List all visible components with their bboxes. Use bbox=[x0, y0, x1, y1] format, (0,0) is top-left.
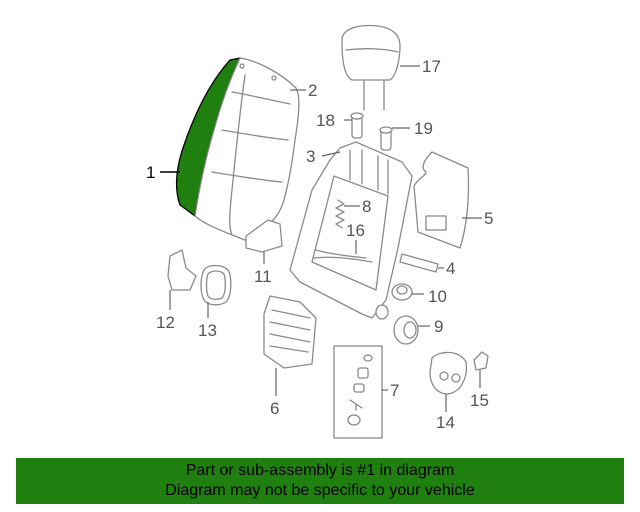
footer-banner: Part or sub-assembly is #1 in diagram Di… bbox=[16, 458, 624, 504]
part-11-bracket[interactable] bbox=[245, 219, 283, 253]
callout-19: 19 bbox=[414, 119, 433, 138]
part-5-back-panel[interactable] bbox=[413, 151, 470, 249]
part-3-seat-back-frame[interactable] bbox=[289, 141, 413, 320]
leader-3 bbox=[321, 151, 341, 157]
part-6-cushion-pad[interactable] bbox=[263, 295, 317, 369]
callout-16: 16 bbox=[346, 221, 365, 240]
callout-1: 1 bbox=[146, 163, 155, 182]
callout-11: 11 bbox=[254, 267, 272, 286]
part-4-rail[interactable] bbox=[399, 253, 439, 273]
callout-13: 13 bbox=[198, 321, 217, 340]
callout-10: 10 bbox=[428, 287, 447, 306]
part-17-headrest[interactable] bbox=[341, 24, 401, 111]
part-15-clip[interactable] bbox=[473, 351, 489, 371]
callout-2: 2 bbox=[308, 81, 317, 100]
part-18-headrest-guide[interactable] bbox=[350, 112, 364, 139]
callout-6: 6 bbox=[270, 399, 279, 418]
callout-4: 4 bbox=[446, 259, 455, 278]
callout-7: 7 bbox=[390, 381, 399, 400]
callout-9: 9 bbox=[434, 317, 443, 336]
parts-diagram: 1 2 3 4 5 6 7 8 9 10 11 12 13 14 15 16 1… bbox=[146, 24, 493, 439]
part-10-knob[interactable] bbox=[391, 283, 413, 301]
part-9-recliner-knob[interactable] bbox=[393, 315, 419, 345]
part-8-spring[interactable] bbox=[335, 199, 345, 229]
part-16-wire[interactable] bbox=[315, 249, 367, 259]
part-14-speaker-cover[interactable] bbox=[429, 351, 468, 395]
callout-18: 18 bbox=[316, 111, 335, 130]
callout-12: 12 bbox=[156, 313, 175, 332]
callout-8: 8 bbox=[362, 197, 371, 216]
footer-line-1: Part or sub-assembly is #1 in diagram bbox=[185, 462, 455, 479]
callout-14: 14 bbox=[436, 413, 455, 432]
callout-5: 5 bbox=[484, 209, 493, 228]
footer-line-2: Diagram may not be specific to your vehi… bbox=[165, 482, 475, 499]
callout-15: 15 bbox=[470, 391, 489, 410]
part-13-ring[interactable] bbox=[200, 264, 232, 306]
callout-17: 17 bbox=[422, 57, 441, 76]
part-19-headrest-guide[interactable] bbox=[379, 126, 393, 151]
part-2-seat-back-cushion[interactable] bbox=[194, 57, 300, 241]
callout-3: 3 bbox=[306, 147, 315, 166]
part-12-cover[interactable] bbox=[167, 249, 197, 291]
part-7-hardware-kit[interactable] bbox=[333, 345, 383, 439]
